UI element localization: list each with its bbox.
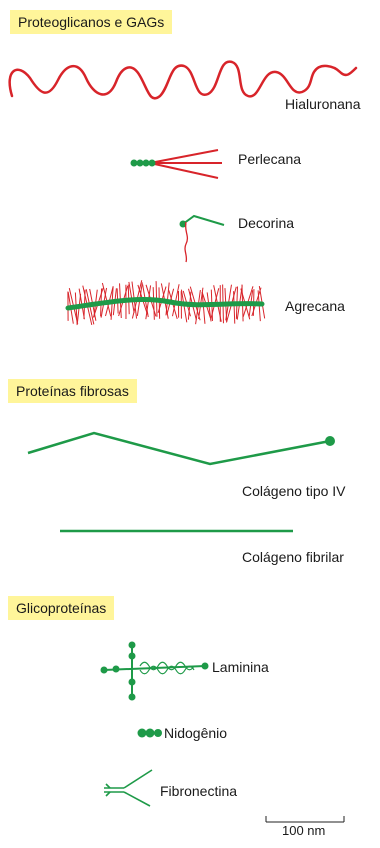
- colageno-tipo-iv-molecule: [28, 433, 335, 464]
- hialuronana-molecule: [10, 62, 356, 99]
- scale-bar: [266, 816, 344, 822]
- decorina-molecule: [180, 216, 225, 262]
- agrecana-bristle: [153, 287, 154, 320]
- laminina-molecule: [101, 642, 209, 701]
- nidogenio-molecule: [138, 729, 163, 738]
- agrecana-bristle: [159, 287, 160, 318]
- fibronectina-molecule: [104, 770, 152, 806]
- agrecana-bristle: [234, 291, 235, 323]
- agrecana-molecule: [68, 280, 265, 325]
- perlecana-molecule: [131, 150, 223, 178]
